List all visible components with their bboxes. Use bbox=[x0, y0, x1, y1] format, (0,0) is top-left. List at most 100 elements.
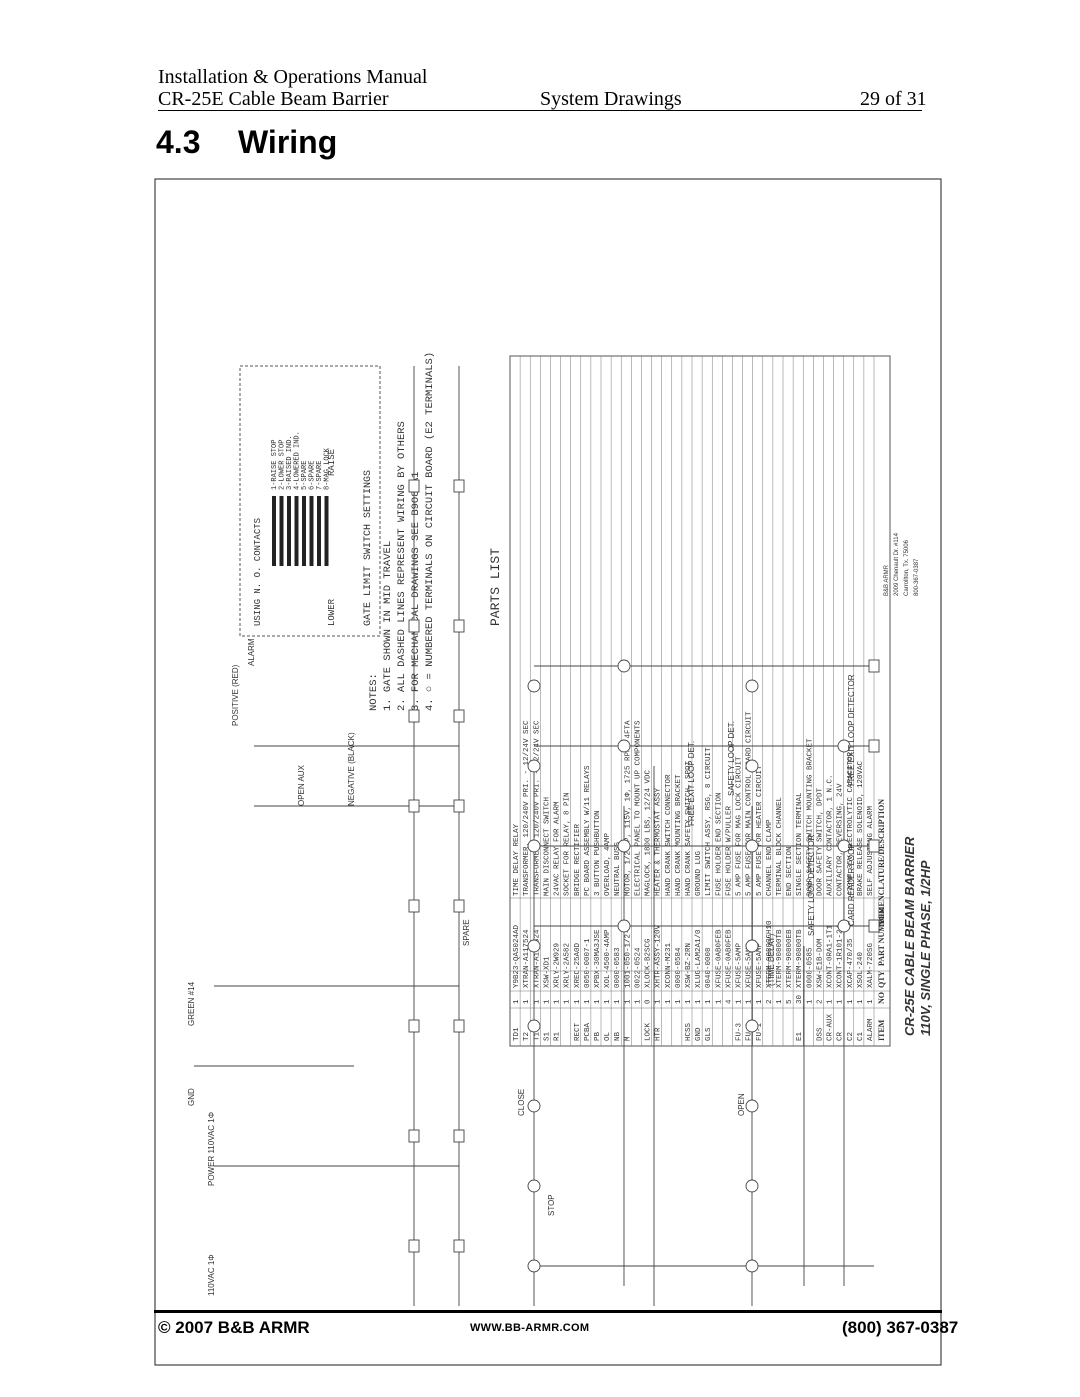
parts-item: C2 bbox=[847, 1032, 855, 1041]
footer-website[interactable]: WWW.BB-ARMR.COM bbox=[470, 1322, 590, 1334]
terminal bbox=[837, 839, 851, 853]
note-4: 4. ○ = NUMBERED TERMINALS ON CIRCUIT BOA… bbox=[424, 352, 436, 711]
label-card-reader: CARD READER LOOP bbox=[847, 843, 856, 926]
parts-qty: 1 bbox=[543, 999, 551, 1004]
parts-qty: 1 bbox=[867, 999, 875, 1004]
parts-qty: 1 bbox=[665, 999, 673, 1004]
limit-switch-label: 7-SPARE bbox=[316, 461, 324, 490]
note-1: 1. GATE SHOWN IN MID TRAVEL bbox=[382, 541, 394, 711]
parts-number: 0050-0007-1 bbox=[584, 938, 592, 988]
label-safety-loop-detector: SAFETY LOOP DETECTOR bbox=[807, 834, 816, 936]
parts-number: XTERM-90800TB bbox=[776, 929, 784, 988]
parts-item: PCBA bbox=[584, 1022, 592, 1041]
parts-number: 0022-0524 bbox=[634, 947, 642, 988]
parts-qty: 2 bbox=[766, 999, 774, 1004]
parts-desc: TRANSFORMER, 120/240V PRI. - 12/24V SEC bbox=[523, 720, 531, 896]
parts-desc: TRANSFORMER, 120/240V PRI. - 12/24V SEC bbox=[533, 720, 541, 896]
limit-switch-subtitle: USING N. O. CONTACTS bbox=[253, 518, 263, 626]
limit-switch-bar bbox=[317, 496, 321, 566]
label-spare: SPARE bbox=[462, 919, 471, 946]
parts-desc: FUSE HOLDER END SECTION bbox=[715, 792, 723, 896]
parts-item: CR bbox=[837, 1031, 845, 1041]
parts-number: XTRAN-A117524 bbox=[533, 929, 541, 988]
parts-desc: 470MF 35V ELECTROLYTIC CAPACITOR bbox=[847, 751, 855, 896]
parts-number: XRLY-2W929 bbox=[554, 943, 562, 988]
terminal-box bbox=[408, 1239, 420, 1253]
parts-number: XALM-720SG bbox=[867, 942, 875, 988]
parts-desc: BRIDGE RECTIFIER bbox=[574, 823, 582, 896]
parts-qty: 1 bbox=[736, 999, 744, 1004]
limit-switch-label: 6-SPARE bbox=[309, 461, 317, 490]
label-power: POWER 110VAC 1Φ bbox=[207, 1112, 216, 1186]
parts-col-no: NO bbox=[877, 992, 886, 1004]
note-2: 2. ALL DASHED LINES REPRESENT WIRING BY … bbox=[396, 421, 408, 711]
parts-number: XSOL-240 bbox=[857, 951, 865, 988]
parts-number: XOL-4500-4AMP bbox=[604, 929, 612, 988]
parts-number: 0000-0585 bbox=[806, 947, 814, 988]
page-number: 29 of 31 bbox=[860, 88, 927, 110]
parts-desc: SOCKET FOR RELAY, 8 PIN bbox=[564, 792, 572, 896]
parts-qty: 1 bbox=[634, 999, 642, 1004]
parts-qty: 4 bbox=[725, 999, 733, 1004]
parts-number: XRLY-2A582 bbox=[564, 943, 572, 988]
parts-item: HCSS bbox=[685, 1022, 693, 1041]
parts-qty: 1 bbox=[857, 999, 865, 1004]
limit-switch-bar bbox=[287, 496, 291, 566]
drawing-phone: 800-367-0387 bbox=[914, 558, 920, 596]
parts-desc: DOOR SAFETY SWITCH, DPDT bbox=[816, 787, 824, 896]
parts-desc: ELECTRICAL PANEL TO MOUNT UP COMPONENTS bbox=[634, 720, 642, 896]
terminal-box bbox=[408, 1129, 420, 1143]
parts-number: XPBX-30MA3JSE bbox=[594, 929, 602, 988]
parts-desc: 24VAC RELAY FOR ALARM bbox=[554, 801, 562, 896]
parts-item: PB bbox=[594, 1031, 602, 1041]
schematic bbox=[194, 366, 874, 1306]
parts-item: GLS bbox=[705, 1027, 713, 1041]
terminal bbox=[745, 679, 759, 693]
parts-number: XFUSE-5AMP bbox=[756, 942, 764, 988]
parts-qty: 1 bbox=[806, 999, 814, 1004]
parts-number: XSW-BZ-2RN bbox=[685, 943, 693, 988]
terminal bbox=[527, 1259, 541, 1273]
parts-desc: LIMIT SWITCH ASSY, RSG, 8 CIRCUIT bbox=[705, 747, 713, 896]
parts-list-title: PARTS LIST bbox=[488, 548, 503, 626]
header-rule bbox=[158, 110, 922, 111]
parts-qty: 1 bbox=[655, 999, 663, 1004]
parts-desc: MAIN DISCONNECT SWITCH bbox=[543, 797, 551, 896]
terminal-box bbox=[408, 709, 420, 723]
parts-desc: FUSE HOLDER W/PULLER bbox=[725, 805, 733, 896]
parts-qty: 1 bbox=[594, 999, 602, 1004]
parts-qty: 1 bbox=[705, 999, 713, 1004]
parts-item: LOCK bbox=[645, 1022, 653, 1041]
parts-number: XHTR-ASSY-120V bbox=[655, 924, 663, 988]
terminal-box bbox=[453, 1019, 465, 1033]
parts-item: DSS bbox=[816, 1027, 824, 1041]
terminal bbox=[745, 1099, 759, 1113]
parts-desc: MAGLOCK, 1800 LBS, 12/24 VDC bbox=[645, 769, 653, 896]
drawing-address2: Carrollton, Tx. 75006 bbox=[904, 539, 910, 596]
parts-qty: 1 bbox=[685, 999, 693, 1004]
footer-phone: (800) 367-0387 bbox=[842, 1318, 959, 1337]
drawing-border bbox=[154, 178, 942, 1366]
parts-qty: 1 bbox=[746, 999, 754, 1004]
parts-number: XFUSE-0AB0FEB bbox=[725, 929, 733, 988]
parts-number: 0000-0584 bbox=[675, 947, 683, 988]
parts-number: XSW-XD1 bbox=[543, 956, 551, 988]
parts-desc: HAND CRANK SAFETY SWITCH, SPDT bbox=[685, 760, 693, 896]
label-free-exit: FREE EXIT LOOP DET. bbox=[687, 741, 696, 826]
parts-col-part-number: PART NUMBER bbox=[877, 907, 886, 966]
parts-desc: MOTOR, 1/2 HP, 115V, 1Φ, 1725 RPM, 4FTA bbox=[624, 720, 632, 896]
terminal bbox=[527, 839, 541, 853]
terminal bbox=[745, 939, 759, 953]
terminal bbox=[527, 1019, 541, 1033]
parts-number: XFUSE-0AB0FEB bbox=[715, 929, 723, 988]
terminal bbox=[745, 1179, 759, 1193]
parts-qty: 1 bbox=[624, 999, 632, 1004]
terminal bbox=[527, 759, 541, 773]
parts-item: S1 bbox=[543, 1031, 551, 1041]
limit-position-lower: LOWER bbox=[327, 598, 337, 626]
drawing-company: B&B ARMR bbox=[884, 564, 890, 596]
parts-desc: 3 BUTTON PUSHBUTTON bbox=[594, 810, 602, 896]
terminal-box bbox=[408, 1019, 420, 1033]
terminal bbox=[527, 1179, 541, 1193]
